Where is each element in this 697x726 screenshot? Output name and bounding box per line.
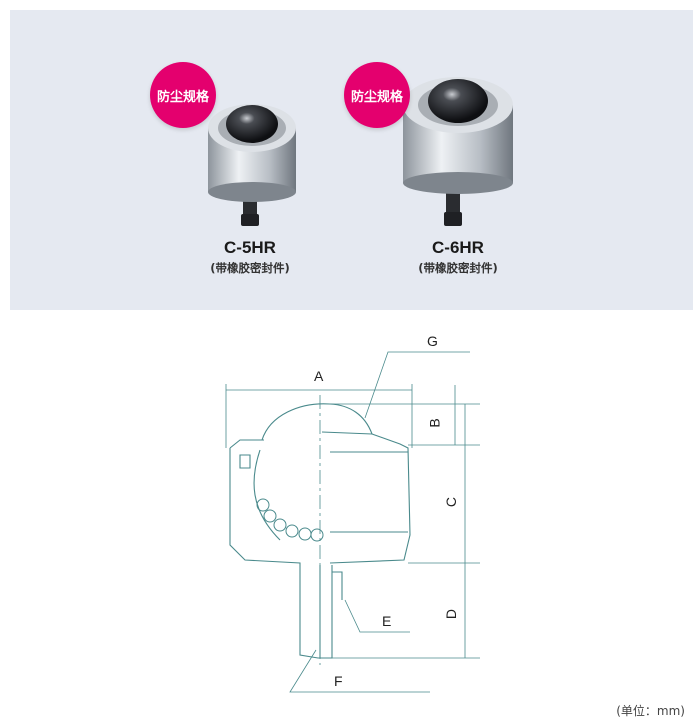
cup-outline [329,433,411,564]
dimension-a-label: A [314,368,324,384]
seal-groove [239,454,251,469]
bearing-balls [256,498,324,542]
product-c-6hr: 防尘规格 C-6HR (带橡胶密封件) [344,10,548,310]
badge-text: 防尘规格 [350,89,403,105]
badge-text: 防尘规格 [156,89,209,105]
dustproof-badge: 防尘规格 [150,62,216,128]
dimension-g-label: G [427,333,438,349]
ball-transfer-photo-c-5hr [208,104,296,226]
housing-outline [229,448,333,659]
dimension-drawing [225,351,480,693]
ball-transfer-photo-c-6hr [403,77,513,226]
dimension-b-label: B [426,418,443,428]
model-name: C-5HR [224,238,276,257]
product-photo-panel: 防尘规格 C-5HR (带橡胶密封件) [10,10,693,310]
model-note: (带橡胶密封件) [418,261,498,275]
dimension-e-label: E [382,613,392,629]
ball-arc [261,403,373,441]
dimension-d-label: D [443,608,460,620]
model-note: (带橡胶密封件) [210,261,290,275]
dimension-c-label: C [443,496,460,508]
units-note: (单位：mm) [616,704,685,718]
dustproof-badge: 防尘规格 [344,62,410,128]
model-name: C-6HR [432,238,484,257]
product-c-5hr: 防尘规格 C-5HR (带橡胶密封件) [150,10,350,310]
dimension-f-label: F [334,673,343,689]
housing-flange [229,439,264,449]
